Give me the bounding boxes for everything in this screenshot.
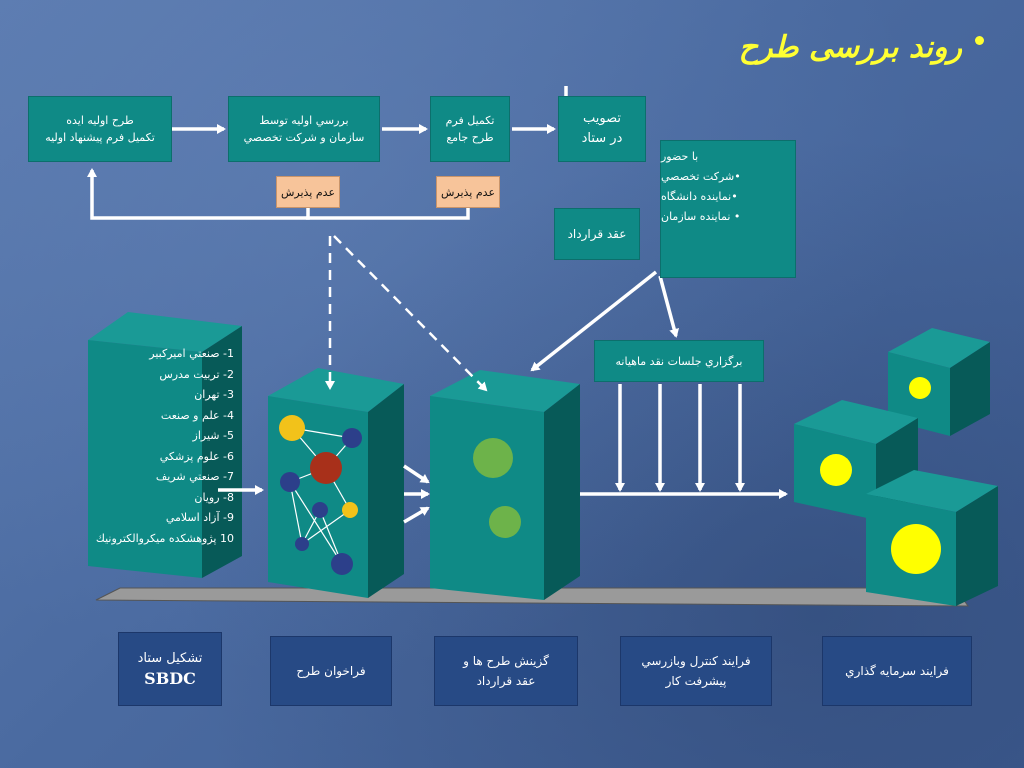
stage-sbdc: تشكيل ستاد SBDC	[118, 632, 222, 706]
arrow-net-3	[403, 506, 430, 524]
reject-badge-1: عدم پذيرش	[276, 176, 340, 208]
cube-institutions	[88, 312, 242, 578]
yellow-dot-medium	[820, 454, 852, 486]
cube-small-bottom	[866, 470, 998, 606]
stage-control-line2: پيشرفت كار	[665, 674, 727, 688]
step2-box: بررسي اوليه توسط سازمان و شركت تخصصي	[228, 96, 380, 162]
step2-line1: بررسي اوليه توسط	[259, 114, 349, 127]
institution-list: 1- صنعتي اميركبير 2- تربيت مدرس 3- تهران…	[44, 344, 234, 549]
institution-item: 7- صنعتي شريف	[155, 470, 234, 483]
node-navy-2	[280, 472, 300, 492]
attendance-box: با حضور •شركت تخصصي •نماينده دانشگاه • ن…	[660, 140, 796, 278]
node-navy-4	[295, 537, 309, 551]
attendance-line2: •شركت تخصصي	[661, 170, 741, 183]
node-navy-5	[331, 553, 353, 575]
stage-control: فرايند كنترل وبازرسي پيشرفت كار	[620, 636, 772, 706]
stage-selection: گزينش طرح ها و عقد قرارداد	[434, 636, 578, 706]
step2-line2: سازمان و شركت تخصصي	[243, 131, 365, 144]
institution-item: 1- صنعتي اميركبير	[149, 347, 234, 360]
cube-network	[268, 368, 404, 598]
institution-item: 10 پژوهشكده ميكروالكترونيك	[95, 531, 234, 545]
attendance-line3: •نماينده دانشگاه	[661, 190, 738, 203]
stage-selection-line1: گزينش طرح ها و	[463, 654, 549, 668]
reject-loop	[87, 168, 310, 220]
stage-call-label: فراخوان طرح	[296, 664, 366, 678]
institution-item: 8- رويان	[194, 490, 234, 504]
institution-item: 4- علم و صنعت	[160, 408, 234, 422]
contract-label: عقد قرارداد	[567, 226, 627, 241]
title-bullet	[975, 36, 984, 45]
yellow-dot-small	[909, 377, 931, 399]
yellow-dot-large	[891, 524, 941, 574]
step4-box: تصويب در ستاد	[558, 96, 646, 162]
green-dot-large	[473, 438, 513, 478]
arrow-contract-to-cube	[530, 270, 658, 372]
node-navy-1	[342, 428, 362, 448]
step4-line2: در ستاد	[581, 131, 623, 146]
step3-box: تكميل فرم طرح جامع	[430, 96, 510, 162]
institution-item: 9- آزاد اسلامي	[165, 511, 234, 524]
green-dot-small	[489, 506, 521, 538]
arrow-attendance-to-monthly	[658, 275, 680, 338]
cube-selection	[430, 370, 580, 600]
node-red	[310, 452, 342, 484]
stage-investment-label: فرايند سرمايه گذاري	[845, 664, 949, 678]
step4-line1: تصويب	[583, 111, 621, 126]
node-yellow-small	[342, 502, 358, 518]
step1-line2: تكميل فرم پيشنهاد اوليه	[45, 131, 155, 144]
institution-item: 2- تربيت مدرس	[159, 367, 234, 381]
reject-badge-2: عدم پذيرش	[436, 176, 500, 208]
page-title: روند بررسی طرح	[738, 30, 962, 65]
institution-item: 6- علوم پزشكي	[159, 449, 234, 463]
step3-line2: طرح جامع	[446, 131, 494, 144]
stage-sbdc-line2: SBDC	[144, 669, 196, 688]
reject-loop-2	[306, 208, 470, 220]
stage-sbdc-line1: تشكيل ستاد	[137, 651, 203, 666]
stage-investment: فرايند سرمايه گذاري	[822, 636, 972, 706]
arrow-net-1	[403, 464, 430, 484]
attendance-line4: • نماينده سازمان	[661, 210, 741, 223]
step1-line1: طرح اوليه ايده	[66, 114, 134, 127]
step3-line1: تكميل فرم	[445, 114, 495, 127]
stage-control-line1: فرايند كنترل وبازرسي	[641, 654, 751, 668]
dashed-arrow-diagonal	[333, 235, 488, 392]
node-yellow-large	[279, 415, 305, 441]
attendance-line1: با حضور	[661, 150, 699, 163]
node-navy-3	[312, 502, 328, 518]
monthly-meetings-box: برگزاري جلسات نقد ماهيانه	[594, 340, 764, 382]
stage-selection-line2: عقد قرارداد	[476, 674, 536, 688]
contract-box: عقد قرارداد	[554, 208, 640, 260]
step1-box: طرح اوليه ايده تكميل فرم پيشنهاد اوليه	[28, 96, 172, 162]
monthly-label: برگزاري جلسات نقد ماهيانه	[615, 354, 743, 368]
stage-call: فراخوان طرح	[270, 636, 392, 706]
institution-item: 3- تهران	[194, 388, 234, 401]
institution-item: 5- شيراز	[192, 429, 234, 442]
